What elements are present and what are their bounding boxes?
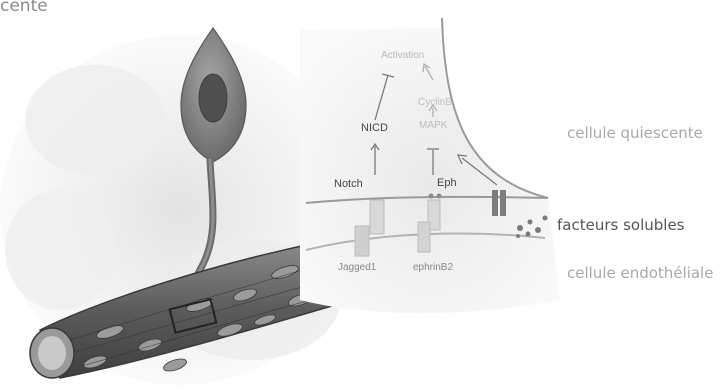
- soluble-factors-label: facteurs solubles: [557, 216, 685, 234]
- cyclinb-label: CyclinB: [418, 97, 452, 108]
- eph-label: Eph: [437, 177, 457, 189]
- activation-label: Activation: [381, 50, 424, 61]
- mapk-label: MAPK: [419, 120, 447, 131]
- notch-label: Notch: [334, 178, 363, 190]
- ephrinb2-label: ephrinB2: [413, 262, 453, 273]
- jagged1-label: Jagged1: [338, 262, 376, 273]
- quiescent-cell-label: cellule quiescente: [567, 124, 703, 142]
- endothelial-cell-label: cellule endothéliale: [567, 264, 713, 282]
- nicd-label: NICD: [361, 122, 388, 134]
